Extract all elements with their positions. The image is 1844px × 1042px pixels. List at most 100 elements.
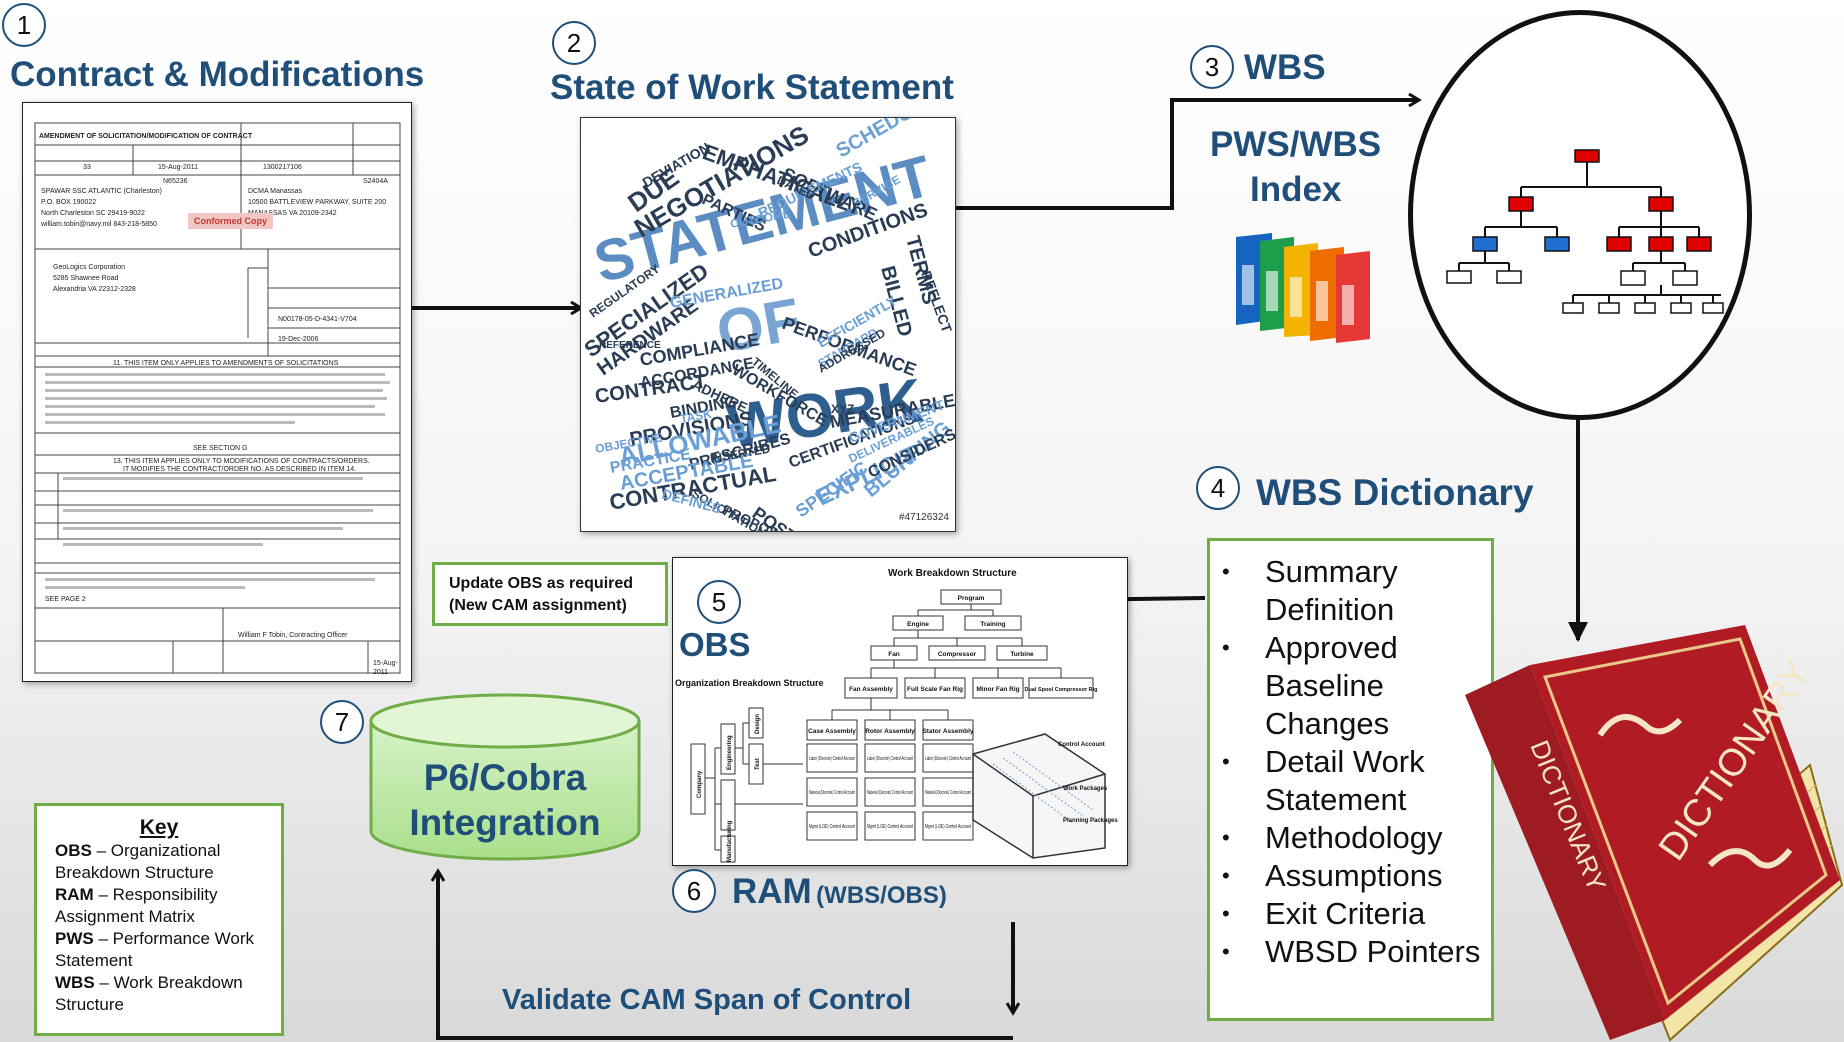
p6-cobra-line1: P6/Cobra (423, 757, 587, 798)
key-item-ram: RAM – Responsibility Assignment Matrix (55, 885, 218, 926)
obs-l4-minor: Minor Fan Rig (976, 686, 1019, 693)
org-test: Test (755, 758, 761, 770)
update-obs-line1: Update OBS as required (449, 575, 634, 592)
wbs-title: WBS (1244, 48, 1326, 87)
contract-po-box: P.O. BOX 190022 (41, 199, 97, 206)
p6-cobra-line2: Integration (409, 802, 601, 843)
obs-ram-svg: Work Breakdown Structure Program Engine … (675, 568, 1118, 863)
word-cloud-svg: STATEMENTOFWORKEMPHATICALLYSCHEDULINGSOF… (581, 118, 955, 531)
obs-ram-chart: Work Breakdown Structure Program Engine … (672, 557, 1128, 866)
side-planning-packages: Planning Packages (1063, 818, 1118, 824)
cloud-word: OF (712, 285, 806, 365)
side-work-packages: Work Packages (1063, 786, 1108, 792)
obs-l3-fan: Fan (888, 651, 900, 658)
contract-header: AMENDMENT OF SOLICITATION/MODIFICATION O… (39, 133, 253, 140)
ca-mgmt-3: Mgmt (LOE) Control Account (925, 824, 971, 830)
pws-wbs-label: PWS/WBS (1210, 125, 1382, 164)
contract-number: N00178-05-D-4341-V704 (278, 316, 357, 323)
contract-section-13: 13. THIS ITEM APPLIES ONLY TO MODIFICATI… (113, 458, 370, 465)
contract-code2: S2404A (363, 178, 388, 185)
contract-email: william.tobin@navy.mil 843-218-5850 (41, 221, 157, 228)
cloud-word: TASK (679, 407, 713, 426)
contract-effective-date: 15-Aug-2011 (158, 164, 198, 171)
contract-form-lines (34, 122, 401, 674)
dictionary-item: Approved Baseline Changes (1210, 629, 1491, 743)
key-item-obs: OBS – Organizational Breakdown Structure (55, 841, 221, 882)
step-5-badge: 5 (697, 580, 741, 624)
ram-suffix: (WBS/OBS) (816, 882, 947, 909)
step-4-badge: 4 (1196, 466, 1240, 510)
cloud-word: XYZ (831, 402, 854, 416)
update-obs-line2: (New CAM assignment) (449, 597, 627, 614)
arrow-validate-to-p6 (438, 872, 1013, 1040)
contract-sign-date: 15-Aug-2011 (373, 660, 398, 676)
contract-document: AMENDMENT OF SOLICITATION/MODIFICATION O… (22, 102, 412, 682)
key-item-pws: PWS – Performance Work Statement (55, 929, 255, 970)
obs-l5-rotor: Rotor Assembly (865, 728, 915, 735)
contract-code: N65236 (163, 178, 188, 185)
wbs-dictionary-title: WBS Dictionary (1256, 472, 1534, 513)
ca-labor-2: Labor (Discrete) Control Account (867, 756, 913, 762)
ca-mgmt-1: Mgmt (LOE) Control Account (809, 824, 855, 830)
dictionary-item: Methodology (1210, 819, 1491, 857)
ram-label: RAM (732, 872, 812, 911)
side-control-account: Control Account (1058, 742, 1105, 748)
key-title: Key (139, 816, 179, 839)
wbs-tree-diagram (1446, 149, 1724, 314)
org-design: Design (755, 714, 761, 734)
contract-city: North Charleston SC 29419-9022 (41, 210, 145, 217)
arrow-sow-to-wbs (955, 100, 1418, 210)
step-6-badge: 6 (672, 869, 716, 913)
obs-org-title: Organization Breakdown Structure (675, 678, 824, 688)
dictionary-item: WBSD Pointers (1210, 933, 1491, 971)
validate-cam-label: Validate CAM Span of Control (502, 984, 912, 1016)
obs-program: Program (958, 595, 985, 602)
org-company: Company (697, 770, 703, 798)
dictionary-item: Detail Work Statement (1210, 743, 1491, 819)
conformed-copy-stamp: Conformed Copy (188, 213, 273, 229)
obs-l4-dual-spool: Dual Spool Compressor Rig (1024, 687, 1097, 693)
ca-labor-1: Labor (Discrete) Control Account (809, 756, 855, 762)
obs-l4-full-scale: Full Scale Fan Rig (907, 686, 963, 693)
contract-section-13b: IT MODIFIES THE CONTRACT/ORDER NO. AS DE… (123, 466, 357, 473)
obs-title: OBS (679, 626, 751, 663)
key-item-wbs: WBS – Work Breakdown Structure (55, 973, 243, 1014)
obs-l3-compressor: Compressor (938, 651, 977, 658)
p6-cobra-database-icon (369, 693, 641, 861)
obs-l5-case: Case Assembly (808, 728, 856, 735)
obs-l2-engine: Engine (907, 621, 929, 628)
contract-issued-by: SPAWAR SSC ATLANTIC (Charleston) (41, 188, 162, 195)
contract-admin: DCMA Manassas (248, 188, 303, 195)
contract-see-page: SEE PAGE 2 (45, 596, 86, 603)
sow-title: State of Work Statement (550, 68, 954, 107)
dictionary-book-image: DICTIONARY DICTIONARY (1465, 625, 1844, 1042)
obs-l5-stator: Stator Assembly (922, 728, 973, 735)
cloud-word: REFERENCE (599, 340, 661, 351)
update-obs-note: Update OBS as required (New CAM assignme… (432, 562, 668, 626)
step-2-badge: 2 (552, 21, 596, 65)
ram-title: RAM (WBS/OBS) (732, 872, 947, 912)
obs-l2-training: Training (980, 621, 1005, 628)
contract-title: Contract & Modifications (10, 55, 425, 94)
index-label: Index (1250, 170, 1342, 209)
obs-l3-turbine: Turbine (1010, 651, 1034, 658)
ca-mgmt-2: Mgmt (LOE) Control Account (867, 824, 913, 830)
stock-id: #47126324 (898, 512, 949, 523)
org-engineering: Engineering (727, 735, 733, 770)
contract-admin-addr1: 10500 BATTLEVIEW PARKWAY, SUITE 200 (248, 199, 387, 206)
ca-material-1: Material (Discrete) Control Account (809, 790, 855, 796)
obs-chart-title: Work Breakdown Structure (888, 568, 1017, 579)
org-manufacturing: Manufacturing (727, 820, 733, 862)
obs-l4-fan-assembly: Fan Assembly (849, 686, 893, 693)
ca-labor-3: Labor (Discrete) Control Account (925, 756, 971, 762)
contract-signer: William F Tobin, Contracting Officer (238, 632, 348, 639)
step-1-badge: 1 (2, 3, 46, 47)
contract-see-section: SEE SECTION G (193, 445, 248, 452)
ca-material-2: Material (Discrete) Control Account (867, 790, 913, 796)
contract-amendment-no: 33 (83, 164, 91, 171)
index-tabs-icon (1236, 233, 1370, 343)
dictionary-contents-box: Summary Definition Approved Baseline Cha… (1207, 538, 1494, 1021)
step-3-badge: 3 (1190, 45, 1234, 89)
key-legend: Key OBS – Organizational Breakdown Struc… (34, 803, 284, 1036)
